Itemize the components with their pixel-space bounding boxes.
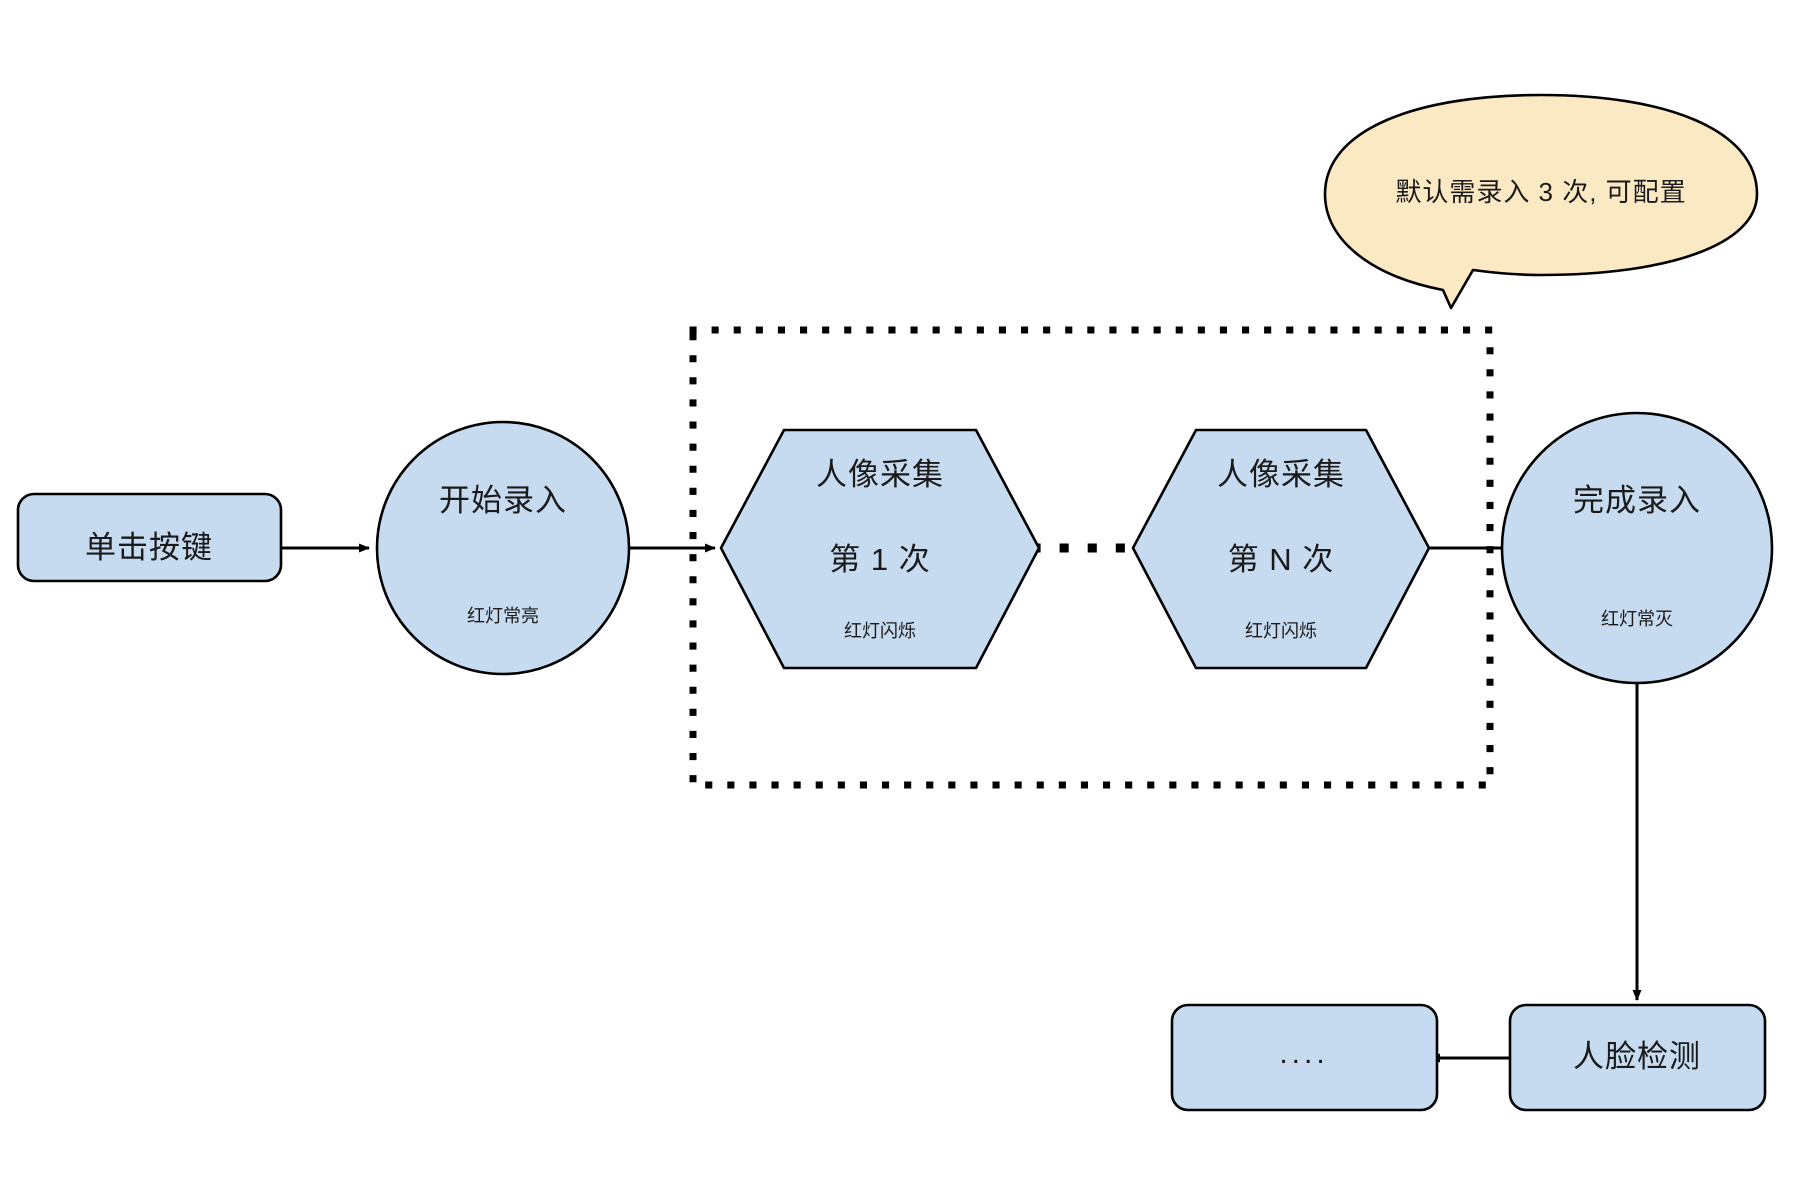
node-start-enroll[interactable]: 开始录入 红灯常亮 (375, 420, 631, 676)
node-finish-enroll-label: 完成录入 (1573, 483, 1701, 518)
node-finish-enroll-sublabel: 红灯常灭 (1601, 609, 1673, 629)
callout-note[interactable]: 默认需录入 3 次, 可配置 (1323, 93, 1759, 310)
node-capture-nth-shape (1131, 428, 1431, 670)
node-face-detect[interactable]: 人脸检测 (1508, 1003, 1767, 1112)
node-face-detect-label: 人脸检测 (1573, 1039, 1701, 1074)
node-click-button[interactable]: 单击按键 (16, 492, 283, 583)
node-capture-nth-sublabel: 红灯闪烁 (1245, 621, 1317, 641)
callout-note-text: 默认需录入 3 次, 可配置 (1395, 177, 1686, 207)
node-capture-first-label-line1: 人像采集 (816, 457, 944, 492)
node-capture-first[interactable]: 人像采集 第 1 次 红灯闪烁 (719, 428, 1041, 670)
callout-note-bubble (1323, 93, 1759, 310)
node-click-button-label: 单击按键 (85, 530, 213, 565)
node-finish-enroll[interactable]: 完成录入 红灯常灭 (1500, 411, 1774, 685)
node-start-enroll-sublabel: 红灯常亮 (467, 606, 539, 626)
node-click-button-shape (16, 492, 283, 583)
node-more-steps-shape (1170, 1003, 1439, 1112)
node-finish-enroll-shape (1500, 411, 1774, 685)
node-capture-first-shape (719, 428, 1041, 670)
loop-group-box (689, 326, 1494, 789)
node-start-enroll-shape (375, 420, 631, 676)
node-capture-nth-label-line2: 第 N 次 (1228, 542, 1335, 577)
node-capture-nth-label-line1: 人像采集 (1217, 457, 1345, 492)
node-capture-first-label-line2: 第 1 次 (829, 542, 930, 577)
node-more-steps[interactable]: .... (1170, 1003, 1439, 1112)
node-start-enroll-label: 开始录入 (439, 483, 567, 518)
node-face-detect-shape (1508, 1003, 1767, 1112)
node-capture-first-sublabel: 红灯闪烁 (844, 621, 916, 641)
node-capture-nth[interactable]: 人像采集 第 N 次 红灯闪烁 (1131, 428, 1431, 670)
node-more-steps-label: .... (1279, 1037, 1328, 1070)
